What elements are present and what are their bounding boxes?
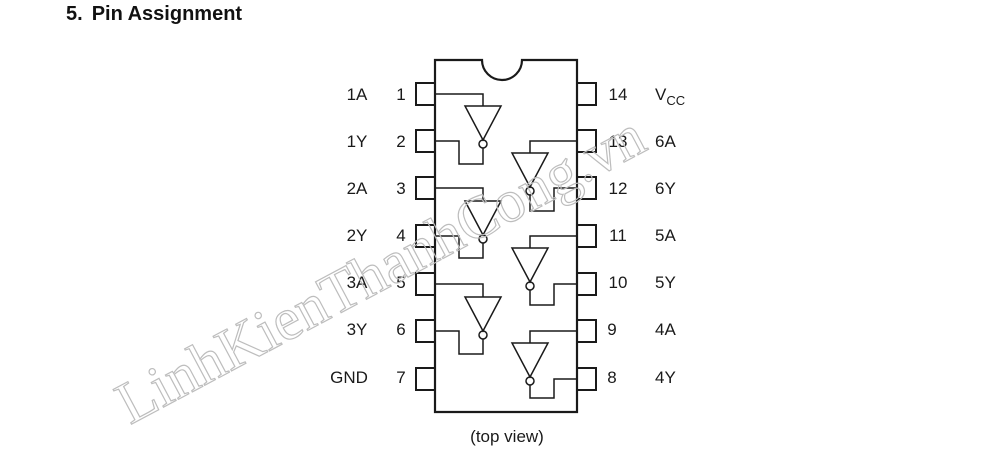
- pin-tab-2: [415, 129, 436, 153]
- pin-name-6: 3Y: [347, 320, 368, 339]
- pin-name-12: 6Y: [655, 179, 676, 198]
- pin-tab-11: [576, 224, 597, 248]
- pin-tab-6: [415, 319, 436, 343]
- pin-number-13: 13: [609, 132, 628, 151]
- pin-number-5: 5: [396, 273, 405, 292]
- inverter-gate-5: [510, 247, 550, 291]
- pin-number-6: 6: [396, 320, 405, 339]
- pin-name-7: GND: [330, 368, 368, 387]
- pin-name-8: 4Y: [655, 368, 676, 387]
- pin-name-2: 1Y: [347, 132, 368, 151]
- inverter-gate-4: [510, 342, 550, 386]
- inverter-gate-3: [463, 296, 503, 340]
- pin-tab-9: [576, 319, 597, 343]
- inverter-gates: [435, 93, 577, 399]
- pin-tab-3: [415, 176, 436, 200]
- pin-number-7: 7: [396, 368, 405, 387]
- pin-name-9: 4A: [655, 320, 676, 339]
- view-caption: (top view): [470, 427, 544, 446]
- pin-number-12: 12: [609, 179, 628, 198]
- inverter-gate-1: [463, 105, 503, 149]
- right-pin-labels: 14 VCC 13 6A 12 6Y 11 5A 10 5Y 9 4A 8 4Y: [607, 85, 685, 387]
- pin-number-8: 8: [607, 368, 616, 387]
- pin-name-14-subscript: CC: [666, 93, 685, 108]
- section-title: Pin Assignment: [91, 3, 243, 25]
- pin-number-4: 4: [396, 226, 405, 245]
- pin-number-2: 2: [396, 132, 405, 151]
- pin-name-14: VCC: [655, 85, 685, 108]
- section-number: 5.: [66, 3, 83, 25]
- pin-number-11: 11: [609, 226, 627, 245]
- pin-tab-1: [415, 82, 436, 106]
- pin-tab-14: [576, 82, 597, 106]
- pin-name-14-main: V: [655, 85, 667, 104]
- pin-tab-8: [576, 367, 597, 391]
- pin-number-1: 1: [396, 85, 405, 104]
- pin-name-10: 5Y: [655, 273, 676, 292]
- pin-name-4: 2Y: [347, 226, 368, 245]
- pin-name-3: 2A: [347, 179, 368, 198]
- pin-number-14: 14: [609, 85, 628, 104]
- pin-name-1: 1A: [347, 85, 368, 104]
- watermark: LinhKienThanhCong.vn: [105, 102, 655, 436]
- pin-tab-7: [415, 367, 436, 391]
- pin-name-5: 3A: [347, 273, 368, 292]
- section-heading: 5. Pin Assignment: [66, 3, 242, 26]
- pin-name-13: 6A: [655, 132, 676, 151]
- pin-name-11: 5A: [655, 226, 676, 245]
- pin-number-10: 10: [609, 273, 628, 292]
- left-pin-labels: 1A 1 1Y 2 2A 3 2Y 4 3A 5 3Y 6 GND 7: [330, 85, 406, 387]
- pin-number-9: 9: [607, 320, 616, 339]
- pin-tab-10: [576, 272, 597, 296]
- ic-package-outline: [433, 58, 579, 414]
- pin-number-3: 3: [396, 179, 405, 198]
